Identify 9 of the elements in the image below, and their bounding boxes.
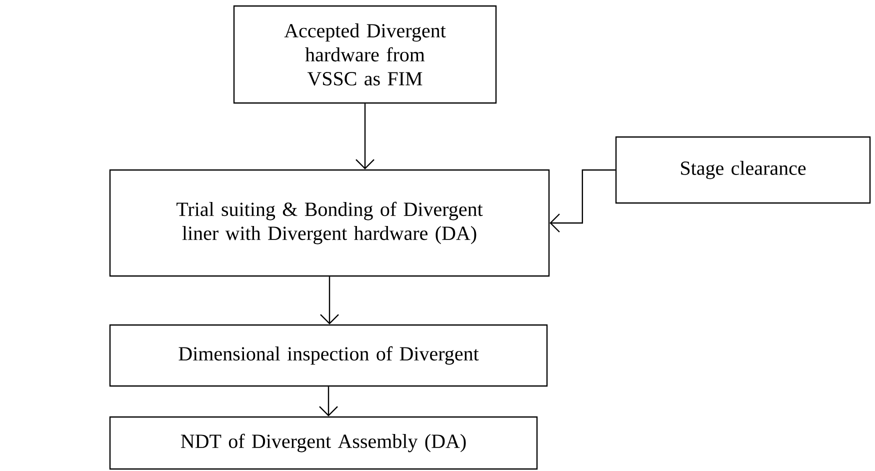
arrow (356, 104, 374, 170)
arrow (319, 386, 338, 416)
process-box: Dimensional inspection of Divergent (109, 324, 548, 387)
process-box: Trial suiting & Bonding of Divergent liner with Divergent hardware (DA) (109, 169, 550, 277)
process-box: Stage clearance (615, 136, 871, 204)
arrow (320, 276, 339, 324)
process-box: Accepted Divergent hardware from VSSC as FIM (233, 5, 497, 104)
process-box: NDT of Divergent Assembly (DA) (109, 416, 538, 470)
arrow (550, 169, 616, 232)
